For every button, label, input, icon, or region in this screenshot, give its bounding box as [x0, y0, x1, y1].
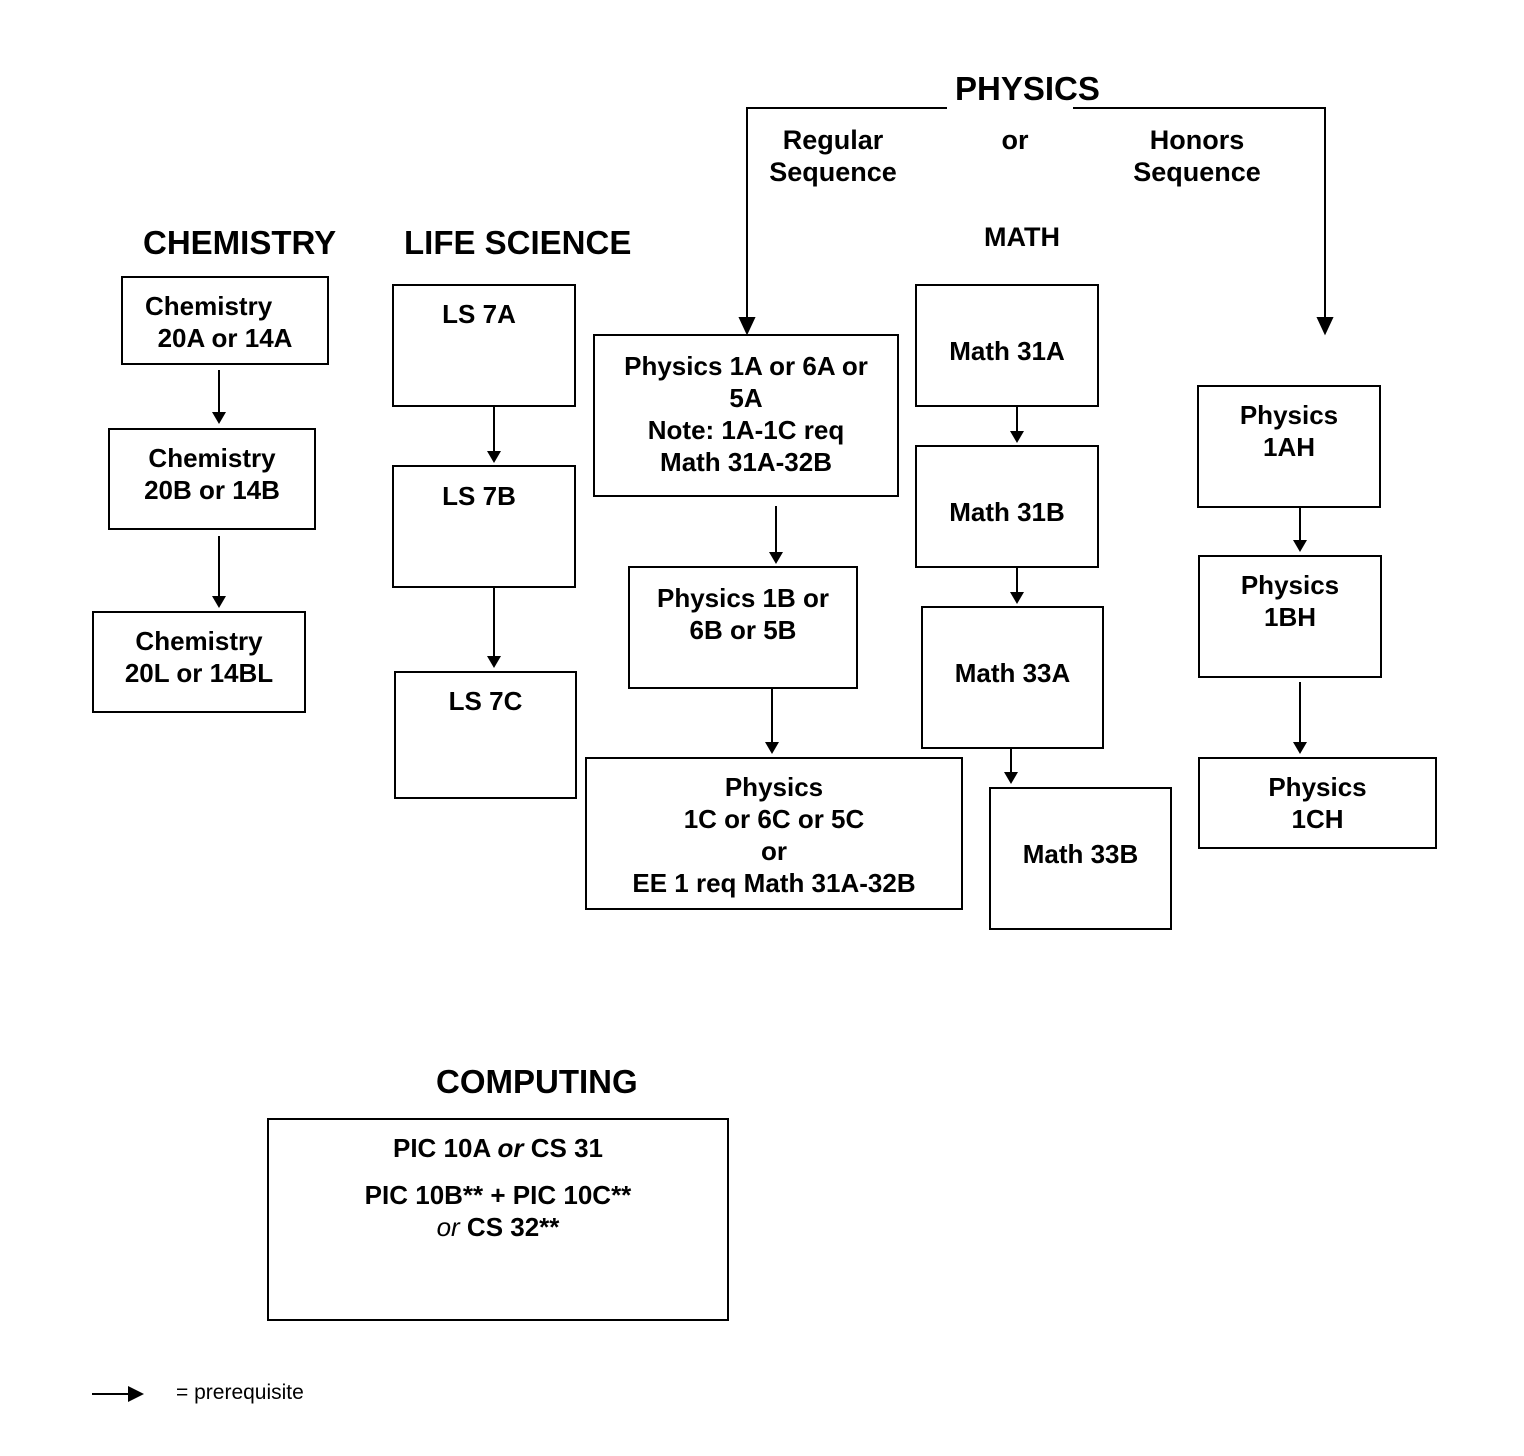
box-line: Physics — [1239, 400, 1339, 430]
legend-arrow-head — [128, 1386, 144, 1402]
life-science-heading: LIFE SCIENCE — [404, 224, 632, 261]
box-line: 1BH — [1263, 602, 1316, 632]
box-line: Math 31A-32B — [660, 447, 832, 477]
cs-31: CS 31 — [530, 1133, 604, 1163]
chemistry-heading: CHEMISTRY — [143, 224, 337, 261]
box-line: 20B or 14B — [144, 475, 280, 505]
regular-line-2: Sequence — [769, 157, 897, 187]
arrow-to-honors — [1316, 317, 1334, 336]
box-line: EE 1 req Math 31A-32B — [632, 868, 916, 898]
box-line: Physics 1A or 6A or — [624, 351, 868, 381]
math-33b-box: Math 33B — [989, 787, 1172, 930]
box-line: Chemistry — [148, 443, 276, 473]
or-word: or — [436, 1212, 460, 1242]
box-line: Physics 1B or — [657, 583, 829, 613]
ls-7a-box: LS 7A — [392, 284, 576, 407]
computing-heading: COMPUTING — [436, 1063, 638, 1100]
box-line: Physics — [1240, 570, 1340, 600]
physics-1ah-box: Physics 1AH — [1197, 385, 1381, 508]
box-line: 5A — [729, 383, 763, 413]
chemistry-20a-box: Chemistry 20A or 14A — [121, 276, 329, 365]
physics-1bh-box: Physics 1BH — [1198, 555, 1382, 678]
chemistry-20l-box: Chemistry 20L or 14BL — [92, 611, 306, 713]
box-line: 20L or 14BL — [124, 658, 274, 688]
physics-1c-box: Physics 1C or 6C or 5C or EE 1 req Math … — [585, 757, 963, 910]
or-word: or — [497, 1133, 524, 1163]
box-line: Chemistry — [135, 626, 263, 656]
computing-line-3: or CS 32** — [269, 1211, 727, 1243]
ls-7b-box: LS 7B — [392, 465, 576, 588]
computing-line-1: PIC 10A or CS 31 — [269, 1132, 727, 1164]
math-heading: MATH — [984, 222, 1060, 252]
regular-line-1: Regular — [782, 125, 884, 155]
box-line: Note: 1A-1C req — [647, 415, 845, 445]
ls-7c-box: LS 7C — [394, 671, 577, 799]
box-line: 1AH — [1262, 432, 1315, 462]
arrow-to-regular — [738, 317, 756, 336]
box-line: 1C or 6C or 5C — [683, 804, 865, 834]
physics-1b-box: Physics 1B or 6B or 5B — [628, 566, 858, 689]
box-line: 1CH — [1291, 804, 1344, 834]
legend-text: = prerequisite — [176, 1381, 304, 1404]
physics-1a-box: Physics 1A or 6A or 5A Note: 1A-1C req M… — [593, 334, 899, 497]
or-label: or — [1001, 125, 1029, 155]
physics-bracket — [746, 107, 1326, 320]
box-line: Physics — [1268, 772, 1367, 802]
box-line: LS 7B — [442, 481, 516, 511]
math-31b-box: Math 31B — [915, 445, 1099, 568]
box-line: LS 7C — [448, 686, 523, 716]
honors-line-2: Sequence — [1133, 157, 1261, 187]
computing-line-2: PIC 10B** + PIC 10C** — [364, 1180, 632, 1210]
box-line: Physics — [724, 772, 824, 802]
physics-heading: PHYSICS — [955, 70, 1100, 107]
box-line: LS 7A — [442, 299, 516, 329]
box-line: Chemistry — [145, 291, 273, 321]
box-line: Math 33B — [1022, 839, 1139, 869]
honors-sequence-label: Honors Sequence — [1124, 124, 1270, 188]
box-line: 6B or 5B — [689, 615, 797, 645]
computing-box: PIC 10A or CS 31 PIC 10B** + PIC 10C** o… — [267, 1118, 729, 1321]
math-33a-box: Math 33A — [921, 606, 1104, 749]
cs-32: CS 32** — [466, 1212, 560, 1242]
honors-line-1: Honors — [1149, 125, 1245, 155]
box-line: Math 33A — [954, 658, 1071, 688]
math-31a-box: Math 31A — [915, 284, 1099, 407]
box-line: 20A or 14A — [157, 323, 293, 353]
regular-sequence-label: Regular Sequence — [760, 124, 906, 188]
box-line: Math 31A — [949, 336, 1065, 366]
pic-10a: PIC 10A — [392, 1133, 491, 1163]
chemistry-20b-box: Chemistry 20B or 14B — [108, 428, 316, 530]
physics-1ch-box: Physics 1CH — [1198, 757, 1437, 849]
box-line: Math 31B — [949, 497, 1065, 527]
box-line: or — [761, 836, 787, 866]
